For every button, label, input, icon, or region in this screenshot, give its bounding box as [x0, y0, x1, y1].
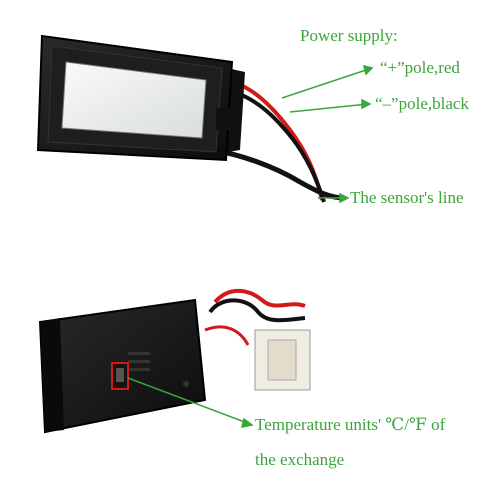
- panel-meter-front: [36, 34, 346, 203]
- lcd-display: [61, 61, 207, 139]
- panel-meter-rear: [38, 288, 311, 434]
- sensor-line-label: The sensor's line: [350, 188, 464, 207]
- annotation-arrow-bottom: [127, 377, 254, 428]
- minus-pole-label: “–”pole,black: [375, 94, 469, 113]
- sensor-cable: [213, 147, 346, 201]
- temp-units-label-line1: Temperature units' ℃/℉ of: [255, 415, 446, 434]
- annotation-arrows-top: [281, 64, 374, 204]
- plus-pole-label: “+”pole,red: [380, 58, 460, 77]
- temp-units-label-line2: the exchange: [255, 450, 345, 469]
- black-wire-top-1: [233, 90, 326, 203]
- black-wire-bottom: [208, 298, 306, 323]
- red-wire-bottom: [213, 288, 306, 308]
- red-wire-top: [231, 80, 324, 201]
- power-supply-label: Power supply:: [300, 26, 398, 45]
